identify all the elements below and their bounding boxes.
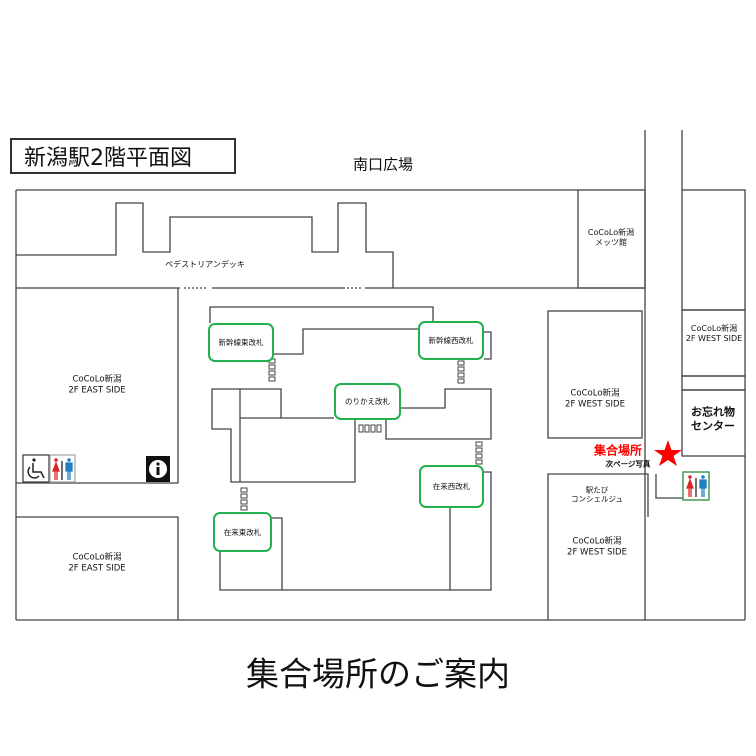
- area-sub: コンシェルジュ: [571, 495, 623, 504]
- area-sub: 2F WEST SIDE: [565, 399, 625, 409]
- restroom-icon-west: [682, 471, 710, 501]
- gate-zairai-east: 在来東改札: [213, 512, 272, 552]
- lost-and-found-center: お忘れ物センター: [691, 405, 735, 433]
- meeting-point-note: 次ページ写真: [605, 459, 651, 469]
- restroom-icon-east: [49, 454, 76, 483]
- gate-transfer: のりかえ改札: [334, 383, 401, 420]
- ekitabi-concierge: 駅たびコンシェルジュ: [571, 486, 623, 505]
- south-plaza-label: 南口広場: [352, 155, 414, 174]
- meeting-point-label: 集合場所: [593, 443, 643, 458]
- area-name: CoCoLo新潟: [690, 324, 738, 333]
- area-name: CoCoLo新潟: [72, 552, 122, 563]
- map-title: 新潟駅2階平面図: [10, 138, 236, 174]
- area-name: CoCoLo新潟: [587, 228, 635, 237]
- pedestrian-deck-label: ペデストリアンデッキ: [165, 260, 245, 269]
- area-name: CoCoLo新潟: [72, 374, 122, 385]
- area-name: お忘れ物: [691, 405, 735, 419]
- information-icon: [146, 456, 170, 482]
- area-sub: 2F EAST SIDE: [68, 385, 126, 395]
- area-sub: センター: [691, 419, 735, 432]
- area-sub: 2F WEST SIDE: [685, 334, 743, 343]
- area-sub: 2F WEST SIDE: [567, 547, 627, 557]
- meeting-point-star-icon: [654, 440, 682, 466]
- area-name: CoCoLo新潟: [572, 536, 622, 547]
- escalator-markers: [240, 358, 483, 511]
- gate-shinkansen-west: 新幹線西改札: [418, 321, 484, 360]
- mets-area: CoCoLo新潟メッツ館: [588, 228, 634, 248]
- area-name: 駅たび: [585, 485, 609, 495]
- gate-shinkansen-east: 新幹線東改札: [208, 323, 274, 362]
- area-sub: 2F EAST SIDE: [68, 563, 126, 573]
- area-sub: メッツ館: [594, 238, 627, 247]
- footer-title: 集合場所のご案内: [246, 654, 510, 694]
- wheelchair-icon: [22, 454, 50, 483]
- gate-zairai-west: 在来西改札: [419, 465, 484, 508]
- area-name: CoCoLo新潟: [570, 388, 620, 399]
